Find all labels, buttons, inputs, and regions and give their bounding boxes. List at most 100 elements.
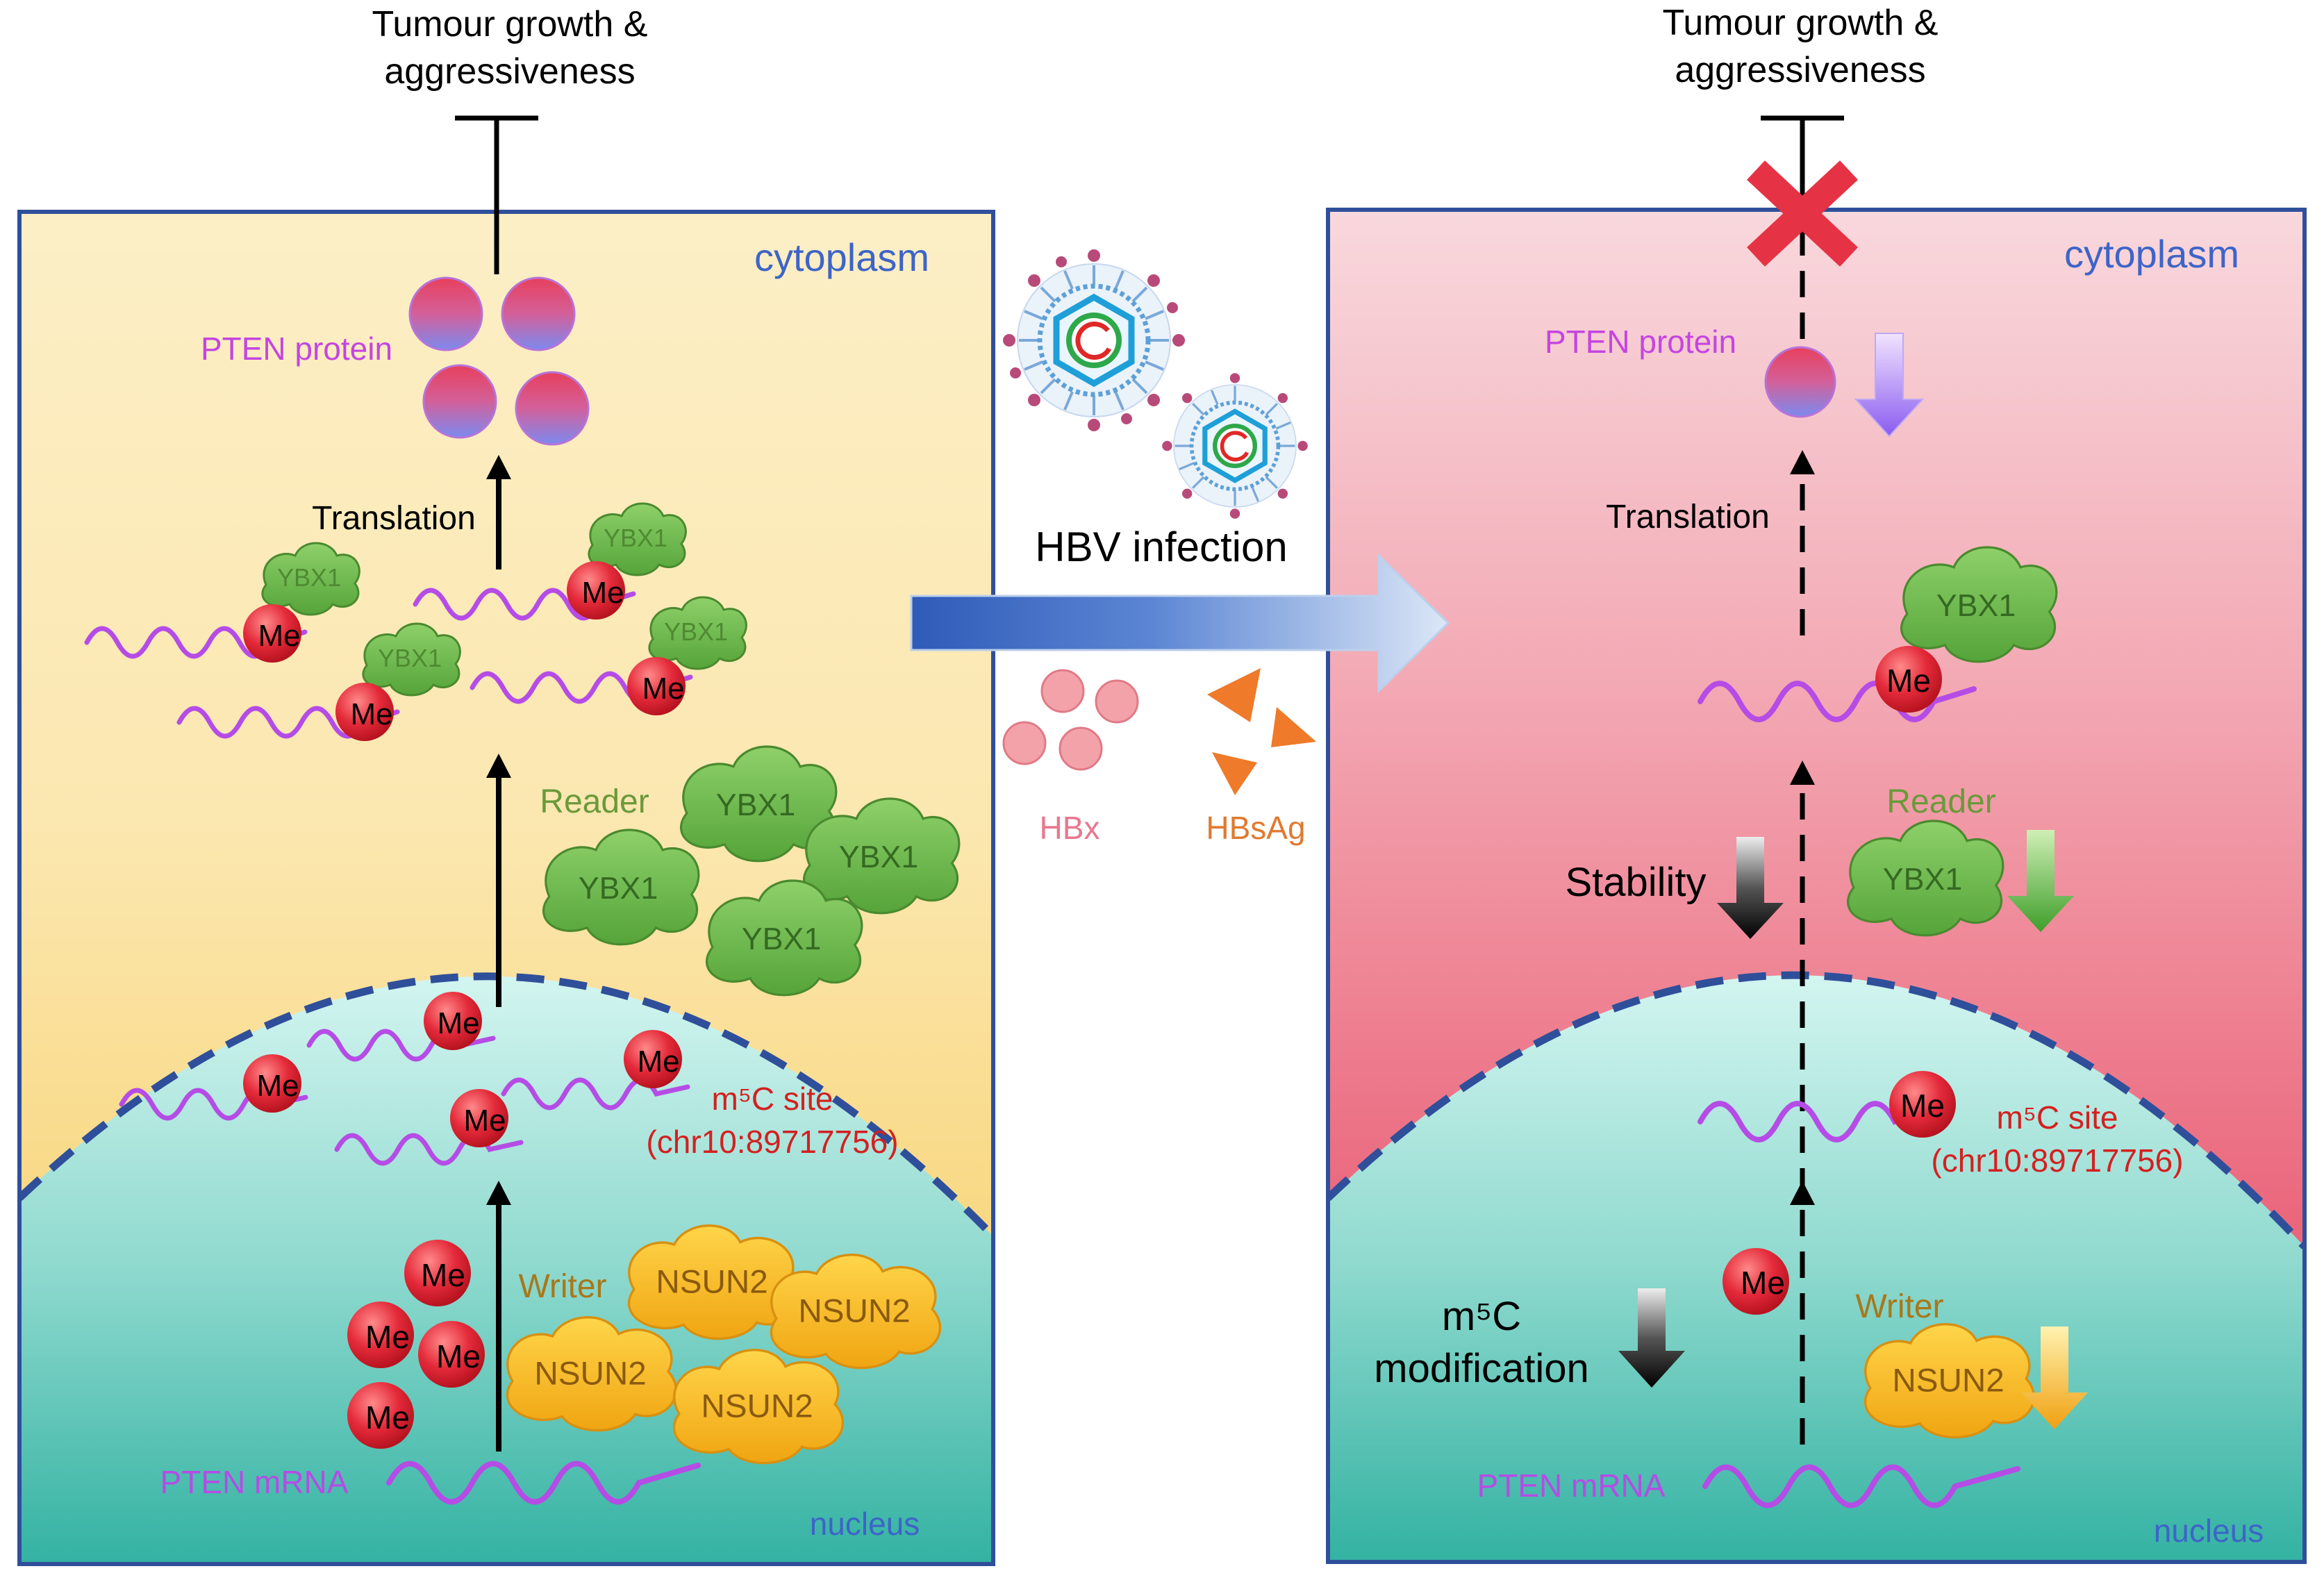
protein-decrease-arrow bbox=[1854, 333, 1925, 438]
svg-text:Me: Me bbox=[581, 576, 624, 610]
methyl-group: Me bbox=[424, 992, 482, 1050]
left-outcome-line2: aggressiveness bbox=[384, 51, 635, 92]
left-pten-mrna-strand bbox=[386, 1461, 701, 1505]
svg-text:Me: Me bbox=[258, 619, 300, 653]
left-pten-protein-label: PTEN protein bbox=[201, 331, 392, 367]
right-reader-label: Reader bbox=[1886, 783, 1995, 820]
svg-text:Me: Me bbox=[256, 1069, 299, 1103]
right-nucleus-label: nucleus bbox=[2154, 1513, 2264, 1549]
nsun2-cloud: NSUN2 bbox=[506, 1316, 678, 1432]
methyl-group: Me bbox=[347, 1382, 414, 1449]
blocked-x-icon bbox=[1747, 160, 1858, 267]
ybx1-cloud: YBX1 bbox=[1847, 820, 2005, 937]
ybx1-cloud: YBX1 bbox=[1900, 546, 2058, 663]
left-reader-arrow bbox=[486, 754, 511, 1007]
nsun2-cloud: NSUN2 bbox=[1864, 1323, 2036, 1439]
mrna-strand bbox=[501, 1077, 690, 1111]
svg-text:NSUN2: NSUN2 bbox=[798, 1293, 910, 1330]
hbx-protein-cluster bbox=[1002, 669, 1139, 771]
svg-text:YBX1: YBX1 bbox=[839, 840, 919, 874]
left-pten-mrna-label: PTEN mRNA bbox=[160, 1464, 349, 1500]
svg-text:NSUN2: NSUN2 bbox=[701, 1388, 813, 1425]
left-writer-label: Writer bbox=[518, 1268, 606, 1305]
methyl-group: Me bbox=[347, 1302, 414, 1368]
right-stability-arrow bbox=[1790, 760, 1815, 1236]
pten-protein bbox=[501, 276, 576, 351]
ybx1-cloud: YBX1 bbox=[362, 622, 461, 697]
right-inhibition-bar bbox=[1761, 115, 1844, 188]
mrna-strand bbox=[176, 706, 400, 739]
svg-text:NSUN2: NSUN2 bbox=[534, 1356, 646, 1392]
right-pten-mrna-label: PTEN mRNA bbox=[1477, 1467, 1666, 1504]
methyl-group: Me bbox=[243, 604, 301, 663]
svg-text:YBX1: YBX1 bbox=[1883, 862, 1963, 897]
methyl-group: Me bbox=[627, 657, 686, 715]
svg-text:Me: Me bbox=[365, 1319, 410, 1355]
pten-protein bbox=[515, 371, 590, 446]
left-pten-protein-cluster bbox=[408, 276, 590, 446]
svg-text:YBX1: YBX1 bbox=[604, 524, 667, 552]
right-translation-arrow bbox=[1790, 450, 1815, 635]
right-stability-label: Stability bbox=[1565, 860, 1706, 905]
left-panel-border bbox=[17, 210, 995, 1566]
ybx1-cloud: YBX1 bbox=[680, 745, 838, 863]
left-inhibition-bar bbox=[455, 115, 538, 274]
nsun2-cloud: NSUN2 bbox=[628, 1224, 799, 1340]
right-outcome-line2: aggressiveness bbox=[1675, 50, 1925, 90]
svg-text:Me: Me bbox=[365, 1399, 410, 1436]
left-m5c-site-coord: (chr10:89717756) bbox=[646, 1124, 898, 1160]
svg-text:Me: Me bbox=[637, 1045, 679, 1079]
hbsag-cluster bbox=[1207, 668, 1316, 795]
left-cytoplasm-mrna-group bbox=[84, 588, 693, 739]
svg-text:Me: Me bbox=[1900, 1088, 1945, 1124]
modification-decrease-arrow bbox=[1618, 1288, 1685, 1388]
left-translation-label: Translation bbox=[312, 500, 476, 537]
ybx1-cloud: YBX1 bbox=[588, 502, 687, 576]
right-writer-arrow bbox=[1790, 1181, 1815, 1445]
svg-text:Me: Me bbox=[421, 1257, 465, 1293]
hbv-virion-small bbox=[1162, 373, 1308, 519]
methyl-group: Me bbox=[1875, 646, 1942, 713]
pten-protein bbox=[1764, 346, 1836, 418]
methyl-group: Me bbox=[243, 1054, 301, 1113]
nsun2-cloud: NSUN2 bbox=[673, 1349, 845, 1465]
hbx-label: HBx bbox=[1040, 810, 1100, 846]
svg-text:YBX1: YBX1 bbox=[716, 788, 796, 822]
svg-text:Me: Me bbox=[642, 672, 684, 706]
nsun2-decrease-arrow bbox=[2021, 1327, 2088, 1429]
left-nuclear-envelope bbox=[19, 972, 993, 1239]
mrna-strand bbox=[1698, 1101, 1938, 1142]
left-nucleus-label: nucleus bbox=[810, 1506, 920, 1542]
svg-text:YBX1: YBX1 bbox=[1936, 588, 2016, 623]
methyl-group: Me bbox=[1889, 1071, 1956, 1138]
svg-text:YBX1: YBX1 bbox=[664, 617, 728, 646]
hbsag-label: HBsAg bbox=[1206, 810, 1305, 846]
ybx1-decrease-arrow bbox=[2007, 830, 2074, 932]
hbv-infection-label: HBV infection bbox=[1035, 524, 1288, 570]
stability-decrease-arrow bbox=[1717, 837, 1784, 939]
methyl-group: Me bbox=[1723, 1248, 1789, 1315]
left-writer-arrow bbox=[486, 1181, 511, 1452]
svg-text:Me: Me bbox=[1741, 1265, 1785, 1301]
mrna-strand bbox=[84, 626, 308, 659]
ybx1-cloud: YBX1 bbox=[648, 596, 747, 670]
right-translation-label: Translation bbox=[1606, 499, 1770, 535]
right-outcome-line1: Tumour growth & bbox=[1663, 3, 1939, 43]
pten-protein bbox=[422, 364, 497, 439]
left-translation-arrow bbox=[486, 455, 511, 569]
methyl-group: Me bbox=[450, 1089, 508, 1147]
svg-text:NSUN2: NSUN2 bbox=[656, 1264, 767, 1301]
svg-text:Me: Me bbox=[1886, 663, 1931, 699]
pten-protein bbox=[408, 276, 483, 351]
ybx1-cloud: YBX1 bbox=[261, 542, 360, 616]
svg-text:YBX1: YBX1 bbox=[579, 871, 658, 906]
svg-text:NSUN2: NSUN2 bbox=[1892, 1363, 2004, 1399]
svg-text:Me: Me bbox=[436, 1338, 481, 1374]
svg-text:Me: Me bbox=[437, 1006, 479, 1040]
svg-text:YBX1: YBX1 bbox=[378, 644, 442, 672]
left-outcome-line1: Tumour growth & bbox=[372, 4, 648, 44]
right-writer-label: Writer bbox=[1855, 1288, 1943, 1325]
mrna-strand bbox=[413, 588, 636, 621]
right-pten-mrna-strand bbox=[1702, 1464, 2020, 1508]
